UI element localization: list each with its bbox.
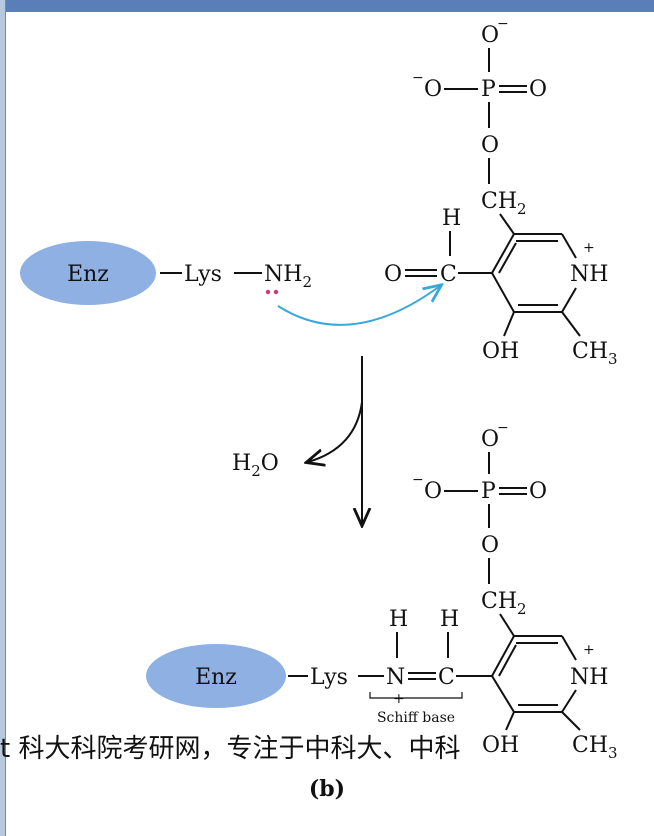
lys-label-bottom: Lys [310,665,348,690]
ring-nh-bottom: NH [570,665,608,690]
phosphate-o-double: O [529,77,547,102]
enzyme-label-bottom: Enz [195,665,237,690]
schiff-base-label: Schiff base [377,710,455,726]
schiff-c-h: H [440,607,459,632]
top-structure: Enz Lys NH2 O − − O P O O CH2 + NH [20,16,618,368]
bottom-structure: O − − O P O O CH2 + NH Enz Lys N H [146,420,618,762]
enzyme-label-top: Enz [67,262,109,287]
minus-charge: − [412,70,424,86]
ch2-top: CH2 [481,189,527,218]
amine-label: NH2 [264,262,312,291]
aldehyde-h: H [442,206,461,231]
phosphate-o-double: O [529,479,547,504]
minus-charge: − [497,420,509,436]
lone-pair-dot [265,289,271,295]
phosphorus-top: P [481,77,496,102]
schiff-n-h: H [389,607,408,632]
enzyme-ellipse-bottom [146,644,286,708]
panel-label: (b) [308,776,346,802]
phosphate-o-left: O [424,77,442,102]
reaction-arrow: H2O [232,356,362,524]
enzyme-ellipse-top [20,241,156,305]
aldehyde-o: O [384,262,402,287]
window-left-edge [0,0,6,836]
phosphate-o-top: O [481,427,499,452]
oh-top: OH [482,339,519,364]
ch3-bottom: CH3 [572,733,618,762]
plus-charge: + [583,240,595,256]
schiff-base-bracket [369,692,463,699]
minus-charge: − [497,16,509,32]
schiff-c: C [438,665,455,690]
lone-pair-dot [273,289,279,295]
plus-charge: + [583,642,595,658]
phosphate-o-left: O [424,479,442,504]
schiff-n: N [386,665,405,690]
aldehyde-c: C [440,262,457,287]
phosphorus-bottom: P [481,479,496,504]
ch3-top: CH3 [572,339,618,368]
lys-label-top: Lys [184,262,222,287]
phosphate-o-link: O [481,133,499,158]
phosphate-o-top: O [481,23,499,48]
phosphate-o-link: O [481,533,499,558]
watermark-caption: t 科大科院考研网，专注于中科大、中科 [0,734,461,764]
nucleophilic-attack-arrow [277,286,440,326]
ring-nh-top: NH [570,262,608,287]
water-label: H2O [232,451,279,480]
oh-bottom: OH [482,733,519,758]
minus-charge: − [412,472,424,488]
window-top-bar [0,0,654,12]
plus-charge: + [393,691,405,707]
ch2-bottom: CH2 [481,589,527,618]
